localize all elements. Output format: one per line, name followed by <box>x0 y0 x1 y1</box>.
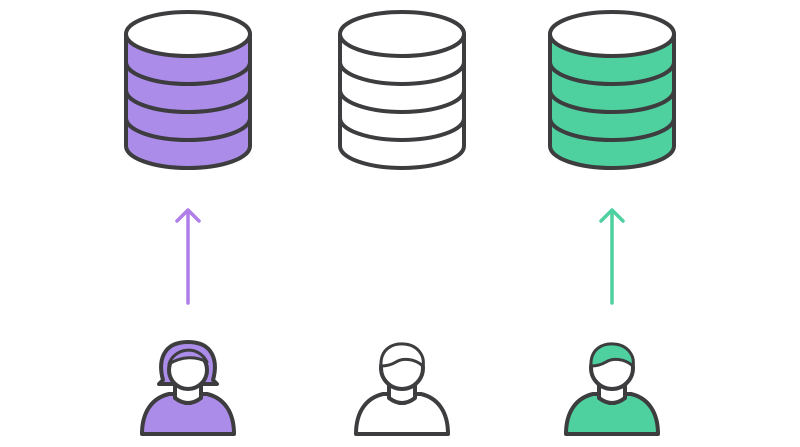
user-female-icon <box>140 340 236 436</box>
user-neck <box>387 384 417 405</box>
database-body <box>338 32 466 170</box>
user-torso <box>564 392 660 436</box>
database-icon <box>124 10 252 170</box>
arrow-head <box>175 208 201 223</box>
database-top <box>338 10 466 58</box>
column-middle <box>338 10 466 436</box>
user-male-icon <box>354 342 450 436</box>
database-band <box>548 89 676 114</box>
database-band <box>548 117 676 142</box>
upload-arrow <box>175 208 201 305</box>
user-torso <box>140 392 236 436</box>
database-top <box>124 10 252 58</box>
database-body <box>124 32 252 170</box>
user-hair <box>379 342 425 368</box>
database-icon <box>548 10 676 170</box>
database-top <box>548 10 676 58</box>
database-icon <box>338 10 466 170</box>
user-fringe <box>167 348 209 366</box>
column-right <box>548 10 676 436</box>
user-neck <box>173 384 203 405</box>
user-male-icon <box>564 342 660 436</box>
user-neck <box>597 384 627 405</box>
database-band <box>338 117 466 142</box>
database-band <box>124 117 252 142</box>
upload-arrow <box>599 208 625 305</box>
database-band <box>124 61 252 86</box>
column-left <box>124 10 252 436</box>
database-band <box>338 89 466 114</box>
arrow-head <box>599 208 625 223</box>
user-hair <box>589 342 635 368</box>
database-band <box>548 61 676 86</box>
database-body <box>548 32 676 170</box>
database-band <box>338 61 466 86</box>
columns-layer <box>124 10 676 436</box>
user-torso <box>354 392 450 436</box>
database-band <box>124 89 252 114</box>
